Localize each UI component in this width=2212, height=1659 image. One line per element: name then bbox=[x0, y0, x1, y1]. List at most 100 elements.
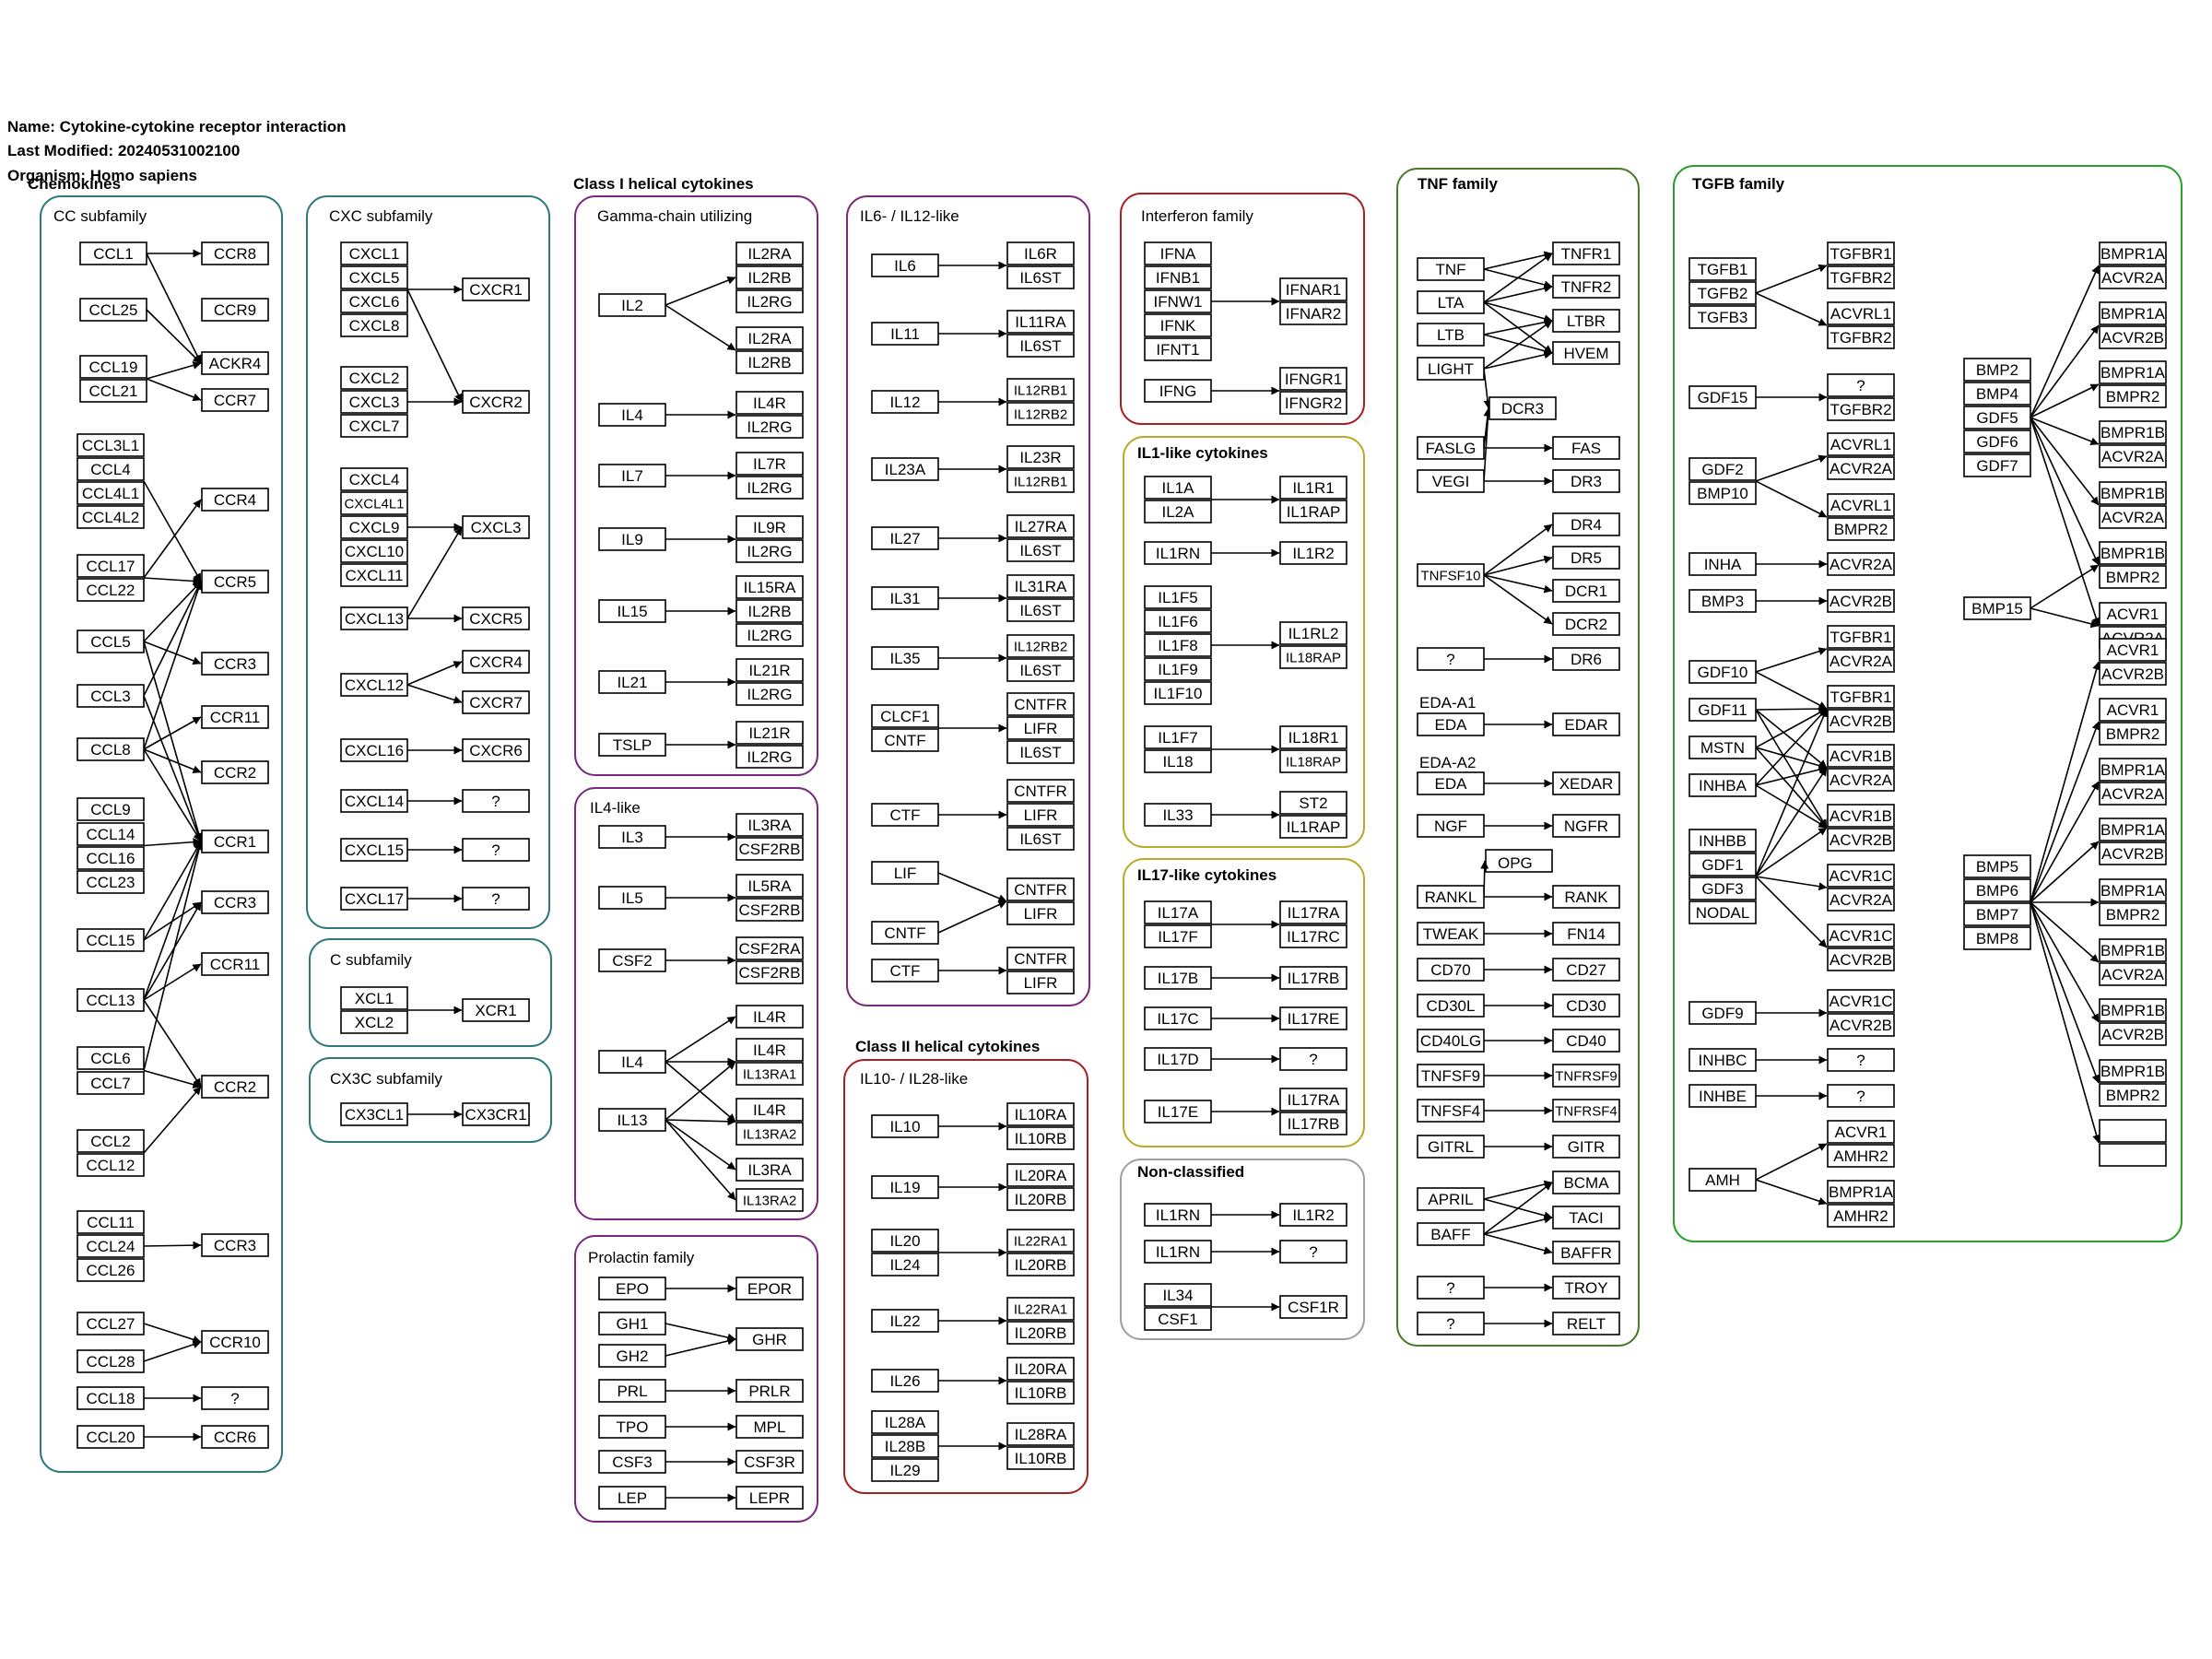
gene-node-il1rl2[interactable]: IL1RL2 bbox=[1279, 621, 1347, 645]
gene-node-lep[interactable]: LEP bbox=[598, 1486, 666, 1510]
gene-node-csf2rb[interactable]: CSF2RB bbox=[735, 898, 804, 922]
gene-node-gh2[interactable]: GH2 bbox=[598, 1344, 666, 1368]
gene-node-il20rb[interactable]: IL20RB bbox=[1006, 1321, 1075, 1345]
gene-node-ccr3[interactable]: CCR3 bbox=[201, 890, 269, 914]
gene-node-il2rg[interactable]: IL2RG bbox=[735, 476, 804, 500]
gene-node-ifnar1[interactable]: IFNAR1 bbox=[1279, 277, 1347, 301]
gene-node-ccl21[interactable]: CCL21 bbox=[79, 379, 147, 403]
gene-node-ifng[interactable]: IFNG bbox=[1144, 379, 1212, 403]
gene-node-lifr[interactable]: LIFR bbox=[1006, 971, 1075, 994]
gene-node-il17a[interactable]: IL17A bbox=[1144, 900, 1212, 924]
gene-node-bmp10[interactable]: BMP10 bbox=[1688, 481, 1757, 505]
gene-node-lta[interactable]: LTA bbox=[1417, 290, 1485, 314]
gene-node-unknown[interactable]: ? bbox=[1827, 1048, 1895, 1072]
gene-node-ifnb1[interactable]: IFNB1 bbox=[1144, 265, 1212, 289]
gene-node-tgfb1[interactable]: TGFB1 bbox=[1688, 257, 1757, 281]
gene-node-acvr2a[interactable]: ACVR2A bbox=[2099, 962, 2167, 986]
gene-node-baffr[interactable]: BAFFR bbox=[1552, 1241, 1620, 1265]
gene-node-bmp2[interactable]: BMP2 bbox=[1963, 358, 2031, 382]
gene-node-ccl28[interactable]: CCL28 bbox=[76, 1349, 145, 1373]
gene-node-ccl14[interactable]: CCL14 bbox=[76, 822, 145, 846]
gene-node-unknown[interactable]: ? bbox=[1279, 1240, 1347, 1264]
gene-node-unknown[interactable]: ? bbox=[462, 887, 530, 911]
gene-node-acvr2a[interactable]: ACVR2A bbox=[1827, 456, 1895, 480]
gene-node-il13[interactable]: IL13 bbox=[598, 1108, 666, 1132]
gene-node-light[interactable]: LIGHT bbox=[1417, 357, 1485, 381]
gene-node-tnf[interactable]: TNF bbox=[1417, 257, 1485, 281]
gene-node-il7[interactable]: IL7 bbox=[598, 464, 666, 488]
gene-node-ccl18[interactable]: CCL18 bbox=[76, 1386, 145, 1410]
gene-node-ccl4l1[interactable]: CCL4L1 bbox=[76, 481, 145, 505]
gene-node-il1rn[interactable]: IL1RN bbox=[1144, 1240, 1212, 1264]
gene-node-inha[interactable]: INHA bbox=[1688, 552, 1757, 576]
gene-node-ccr4[interactable]: CCR4 bbox=[201, 488, 269, 512]
gene-node-ltb[interactable]: LTB bbox=[1417, 323, 1485, 347]
gene-node-il17re[interactable]: IL17RE bbox=[1279, 1006, 1347, 1030]
gene-node-bmpr1a[interactable]: BMPR1A bbox=[2099, 818, 2167, 841]
gene-node-bmp5[interactable]: BMP5 bbox=[1963, 854, 2031, 878]
gene-node-relt[interactable]: RELT bbox=[1552, 1312, 1620, 1335]
gene-node-il1r2[interactable]: IL1R2 bbox=[1279, 541, 1347, 565]
gene-node-tgfbr1[interactable]: TGFBR1 bbox=[1827, 685, 1895, 709]
gene-node-xcl1[interactable]: XCL1 bbox=[340, 986, 408, 1010]
gene-node-il2ra[interactable]: IL2RA bbox=[735, 241, 804, 265]
gene-node-bmpr1a[interactable]: BMPR1A bbox=[2099, 241, 2167, 265]
gene-node-cxcr6[interactable]: CXCR6 bbox=[462, 738, 530, 762]
gene-node-rankl[interactable]: RANKL bbox=[1417, 885, 1485, 909]
opg-node[interactable] bbox=[1485, 849, 1553, 873]
gene-node-csf2rb[interactable]: CSF2RB bbox=[735, 960, 804, 984]
gene-node-il28a[interactable]: IL28A bbox=[871, 1410, 939, 1434]
gene-node-bmp4[interactable]: BMP4 bbox=[1963, 382, 2031, 406]
gene-node-cxcl17[interactable]: CXCL17 bbox=[340, 887, 408, 911]
gene-node-dr3[interactable]: DR3 bbox=[1552, 469, 1620, 493]
gene-node-il4[interactable]: IL4 bbox=[598, 403, 666, 427]
gene-node-vegi[interactable]: VEGI bbox=[1417, 469, 1485, 493]
gene-node-il1a[interactable]: IL1A bbox=[1144, 476, 1212, 500]
gene-node-il22[interactable]: IL22 bbox=[871, 1309, 939, 1333]
gene-node-cxcr7[interactable]: CXCR7 bbox=[462, 690, 530, 714]
gene-node-il4r[interactable]: IL4R bbox=[735, 1038, 804, 1062]
gene-node-ccr3[interactable]: CCR3 bbox=[201, 1233, 269, 1257]
gene-node-cxcl3[interactable]: CXCL3 bbox=[462, 515, 530, 539]
gene-node-cntfr[interactable]: CNTFR bbox=[1006, 947, 1075, 971]
gene-node-bmpr2[interactable]: BMPR2 bbox=[1827, 517, 1895, 541]
gene-node-tweak[interactable]: TWEAK bbox=[1417, 922, 1485, 946]
gene-node-ifnt1[interactable]: IFNT1 bbox=[1144, 337, 1212, 361]
gene-node-il1f8[interactable]: IL1F8 bbox=[1144, 633, 1212, 657]
gene-node-unknown[interactable]: ? bbox=[1279, 1047, 1347, 1071]
gene-node-il2rg[interactable]: IL2RG bbox=[735, 415, 804, 439]
gene-node-bmp8[interactable]: BMP8 bbox=[1963, 926, 2031, 950]
gene-node-acvr2b[interactable]: ACVR2B bbox=[1827, 947, 1895, 971]
gene-node-inhba[interactable]: INHBA bbox=[1688, 773, 1757, 797]
gene-node-lifr[interactable]: LIFR bbox=[1006, 716, 1075, 740]
gene-node-tgfbr2[interactable]: TGFBR2 bbox=[1827, 325, 1895, 349]
gene-node-il23a[interactable]: IL23A bbox=[871, 457, 939, 481]
gene-node-ccl11[interactable]: CCL11 bbox=[76, 1210, 145, 1234]
gene-node-hvem[interactable]: HVEM bbox=[1552, 341, 1620, 365]
gene-node-ctf[interactable]: CTF bbox=[871, 803, 939, 827]
gene-node-acvr2a[interactable]: ACVR2A bbox=[1827, 768, 1895, 792]
gene-node-bmpr2[interactable]: BMPR2 bbox=[2099, 1083, 2167, 1107]
gene-node-il10[interactable]: IL10 bbox=[871, 1114, 939, 1138]
gene-node-ccl9[interactable]: CCL9 bbox=[76, 797, 145, 821]
gene-node-inhbb[interactable]: INHBB bbox=[1688, 829, 1757, 853]
gene-node-bmpr1a[interactable]: BMPR1A bbox=[2099, 878, 2167, 902]
gene-node-bmp7[interactable]: BMP7 bbox=[1963, 902, 2031, 926]
gene-node-il2rg[interactable]: IL2RG bbox=[735, 682, 804, 706]
gene-node-cxcr1[interactable]: CXCR1 bbox=[462, 277, 530, 301]
gene-node-bmpr2[interactable]: BMPR2 bbox=[2099, 722, 2167, 746]
gene-node-il15ra[interactable]: IL15RA bbox=[735, 575, 804, 599]
gene-node-tpo[interactable]: TPO bbox=[598, 1415, 666, 1439]
gene-node-ccl13[interactable]: CCL13 bbox=[76, 988, 145, 1012]
gene-node-il13ra2[interactable]: IL13RA2 bbox=[735, 1188, 804, 1212]
gene-node-gitr[interactable]: GITR bbox=[1552, 1135, 1620, 1159]
gene-node-cxcl10[interactable]: CXCL10 bbox=[340, 539, 408, 563]
gene-node-ifngr2[interactable]: IFNGR2 bbox=[1279, 391, 1347, 415]
gene-node-il22ra1[interactable]: IL22RA1 bbox=[1006, 1297, 1075, 1321]
gene-node-il12rb2[interactable]: IL12RB2 bbox=[1006, 402, 1075, 426]
gene-node-bmpr1b[interactable]: BMPR1B bbox=[2099, 1059, 2167, 1083]
gene-node-il1r2[interactable]: IL1R2 bbox=[1279, 1203, 1347, 1227]
gene-node-il18r1[interactable]: IL18R1 bbox=[1279, 725, 1347, 749]
gene-node-bmp3[interactable]: BMP3 bbox=[1688, 589, 1757, 613]
gene-node-fn14[interactable]: FN14 bbox=[1552, 922, 1620, 946]
